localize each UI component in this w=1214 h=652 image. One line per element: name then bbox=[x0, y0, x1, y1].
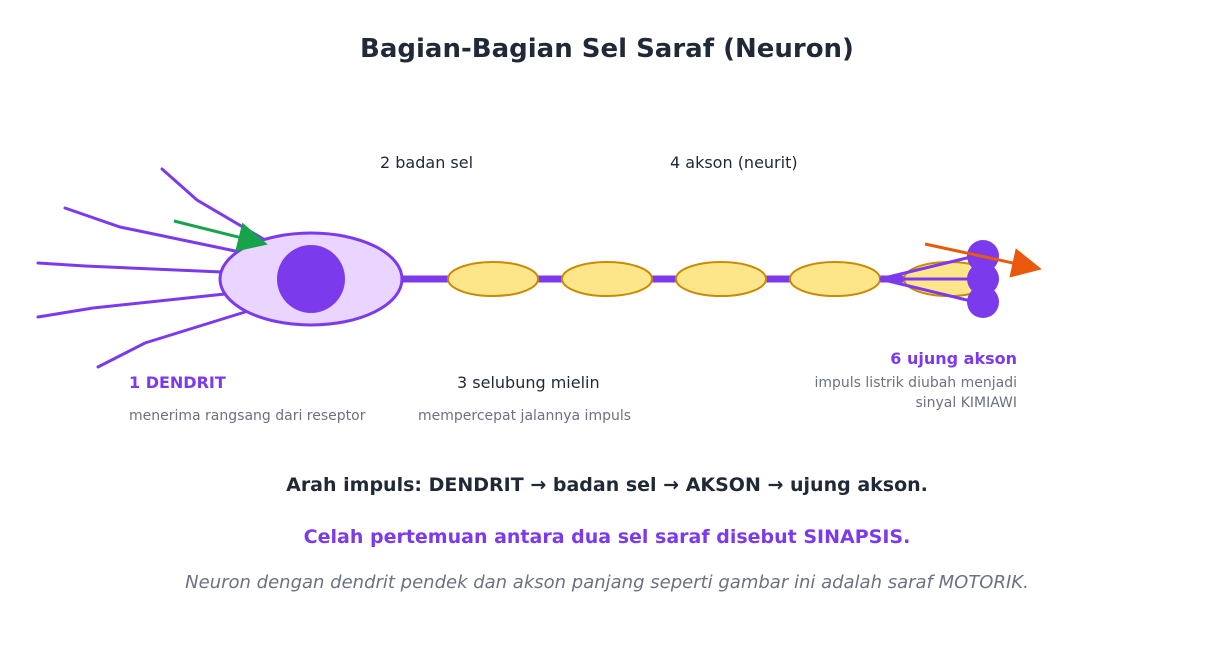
note-sinapsis: Celah pertemuan antara dua sel saraf dis… bbox=[303, 526, 911, 548]
dendrite-branch bbox=[63, 206, 242, 254]
page-title: Bagian-Bagian Sel Saraf (Neuron) bbox=[360, 34, 854, 64]
myelin-segment bbox=[789, 261, 881, 297]
nucleus bbox=[277, 245, 345, 313]
terminal-knob bbox=[967, 263, 999, 295]
label-dendrit-desc: menerima rangsang dari reseptor bbox=[129, 408, 366, 424]
label-mielin-desc: mempercepat jalannya impuls bbox=[418, 408, 632, 424]
label-badan-sel: 2 badan sel bbox=[380, 153, 474, 172]
myelin-segment bbox=[561, 261, 653, 297]
axon-terminal bbox=[879, 240, 999, 318]
label-ujung-akson: 6 ujung akson bbox=[890, 349, 1017, 368]
myelin-segment bbox=[447, 261, 539, 297]
terminal-branch bbox=[879, 277, 976, 304]
label-ujung-desc-1: impuls listrik diubah menjadi bbox=[814, 375, 1018, 391]
myelin-segment bbox=[675, 261, 767, 297]
dendrite-branch bbox=[96, 310, 247, 369]
note-saraf-motorik: Neuron dengan dendrit pendek dan akson p… bbox=[185, 572, 1029, 593]
terminal-knob bbox=[967, 286, 999, 318]
impulse-in-arrow bbox=[173, 219, 268, 252]
myelin-sheaths bbox=[447, 261, 995, 297]
dendrite-branch bbox=[36, 292, 227, 319]
note-arah-impuls: Arah impuls: DENDRIT → badan sel → AKSON… bbox=[286, 474, 928, 496]
impulse-out-arrow bbox=[924, 242, 1042, 278]
label-dendrit: 1 DENDRIT bbox=[129, 373, 226, 392]
label-ujung-desc-2: sinyal KIMIAWI bbox=[915, 395, 1017, 411]
label-akson: 4 akson (neurit) bbox=[670, 153, 798, 172]
dendrite-branch bbox=[36, 261, 224, 274]
terminal-branch bbox=[879, 254, 976, 281]
label-mielin: 3 selubung mielin bbox=[457, 373, 600, 392]
